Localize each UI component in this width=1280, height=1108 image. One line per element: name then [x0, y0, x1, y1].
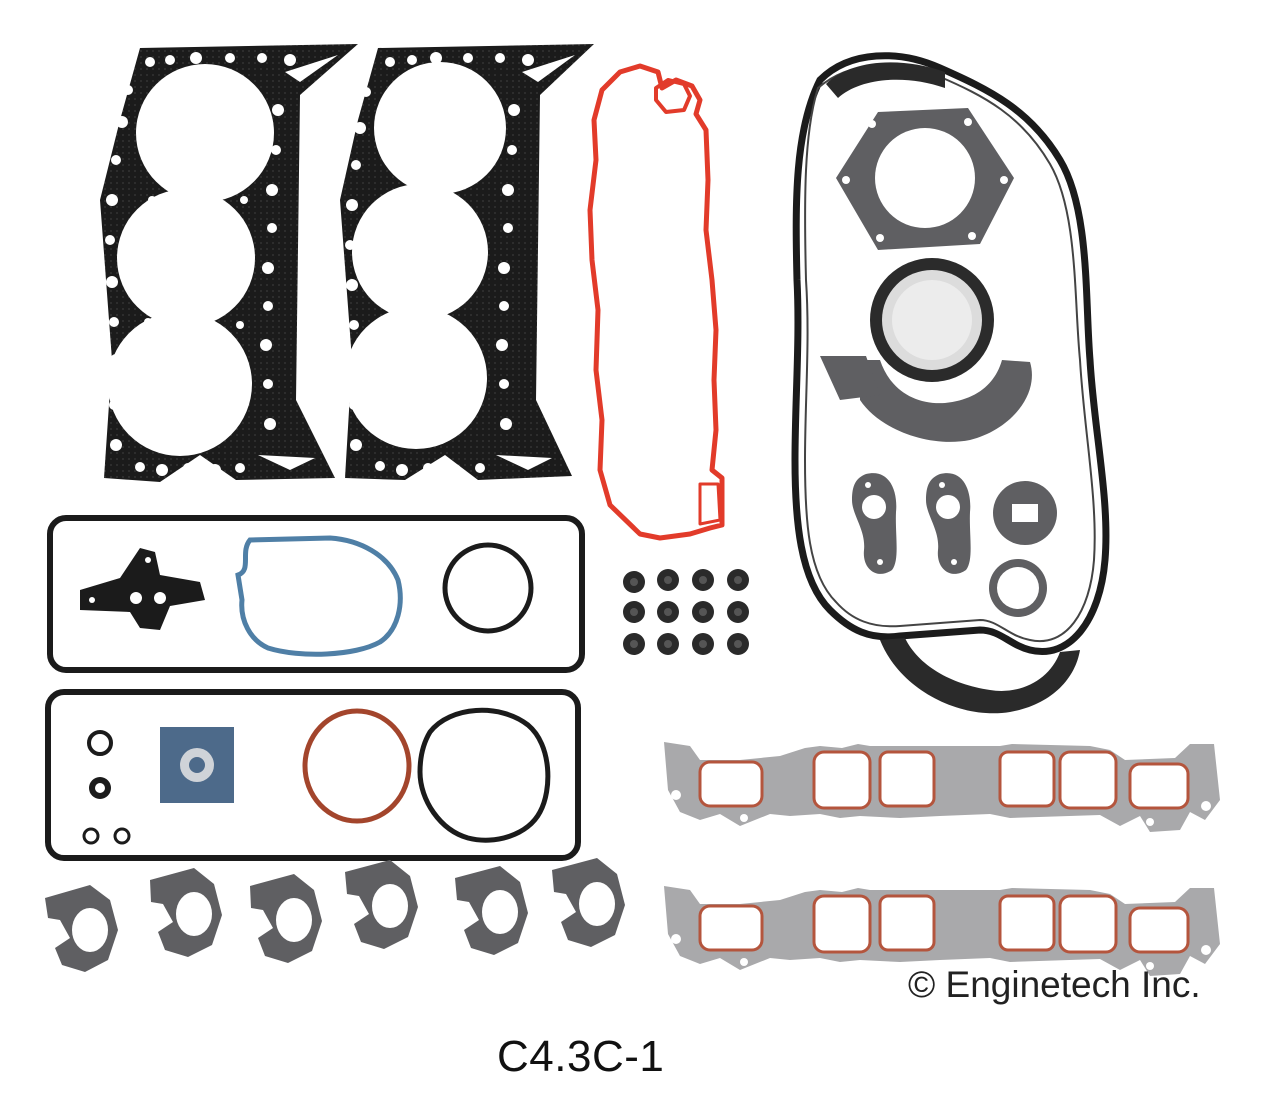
- valve-stem-seals: [623, 569, 749, 655]
- valve-cover-gasket-upper: [47, 515, 585, 673]
- round-gasket: [989, 559, 1047, 617]
- water-pump-gasket-left: [852, 473, 897, 574]
- water-pump-gasket-right: [926, 473, 971, 574]
- hex-gasket: [836, 108, 1014, 250]
- intake-manifold-gasket-upper: [664, 742, 1220, 832]
- o-ring-red-brown: [302, 708, 412, 824]
- square-gasket: [993, 481, 1057, 545]
- exhaust-manifold-gaskets: [45, 858, 625, 972]
- head-gasket-left: [100, 44, 358, 482]
- o-ring-black-upper: [442, 542, 534, 634]
- oil-pan-gasket: [791, 52, 1110, 714]
- head-gasket-right: [340, 44, 594, 480]
- valve-cover-gasket-lower: [45, 689, 581, 861]
- timing-cover-gasket: [235, 535, 403, 657]
- intake-manifold-gasket-lower: [664, 886, 1220, 976]
- part-number-caption: C4.3C-1: [497, 1032, 665, 1081]
- valve-cover-gasket-red: [587, 63, 725, 541]
- copyright-caption: © Enginetech Inc.: [908, 964, 1201, 1005]
- rear-main-seal: [820, 258, 1032, 442]
- o-ring-black-lower: [417, 707, 551, 843]
